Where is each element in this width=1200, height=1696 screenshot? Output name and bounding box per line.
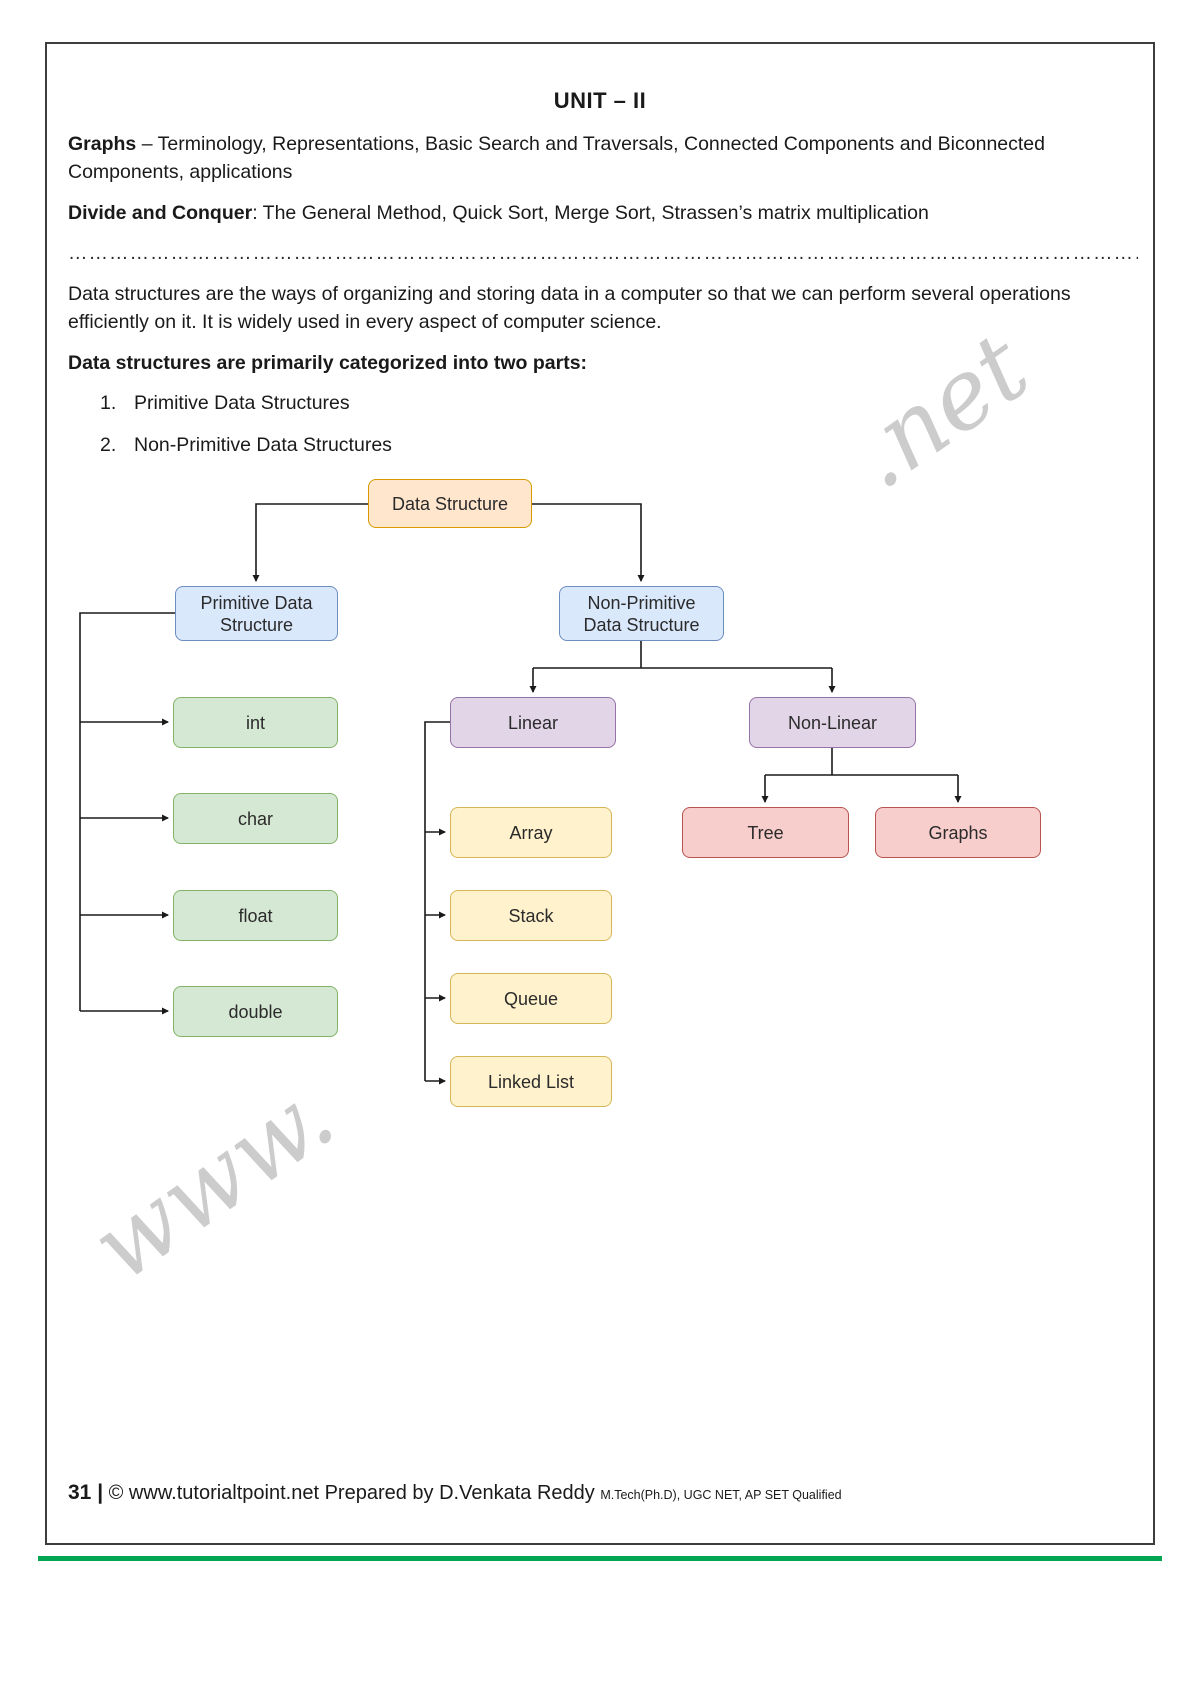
node-data-structure: Data Structure (368, 479, 532, 528)
graphs-keyword: Graphs (68, 133, 137, 155)
bottom-accent-line (38, 1556, 1162, 1561)
divide-text: : The General Method, Quick Sort, Merge … (252, 202, 929, 224)
paragraph-intro: Data structures are the ways of organizi… (68, 283, 1071, 333)
node-linear: Linear (450, 697, 616, 748)
node-non-linear: Non-Linear (749, 697, 916, 748)
list-item-non-primitive: 2. Non-Primitive Data Structures (100, 434, 392, 457)
node-array: Array (450, 807, 612, 858)
node-non-primitive-data-structure: Non-Primitive Data Structure (559, 586, 724, 641)
node-int: int (173, 697, 338, 748)
list-number: 2. (100, 434, 117, 456)
node-graphs: Graphs (875, 807, 1041, 858)
node-linked-list: Linked List (450, 1056, 612, 1107)
node-tree: Tree (682, 807, 849, 858)
list-label: Non-Primitive Data Structures (134, 434, 392, 456)
page-border (45, 42, 1155, 1545)
node-float: float (173, 890, 338, 941)
footer-credentials: M.Tech(Ph.D), UGC NET, AP SET Qualified (600, 1488, 842, 1502)
footer-copyright: © www.tutorialtpoint.net Prepared by D.V… (108, 1482, 601, 1504)
dotted-separator: …………………………………………………………………………………………………………… (68, 242, 1138, 264)
list-label: Primitive Data Structures (134, 392, 350, 414)
heading-categories: Data structures are primarily categorize… (68, 352, 588, 374)
page-footer: 31 | © www.tutorialtpoint.net Prepared b… (68, 1481, 842, 1505)
footer-page-number: 31 | (68, 1481, 104, 1504)
node-primitive-data-structure: Primitive Data Structure (175, 586, 338, 641)
node-char: char (173, 793, 338, 844)
list-item-primitive: 1. Primitive Data Structures (100, 392, 350, 415)
divide-keyword: Divide and Conquer (68, 202, 253, 224)
node-double: double (173, 986, 338, 1037)
graphs-text: – Terminology, Representations, Basic Se… (68, 133, 1045, 183)
node-stack: Stack (450, 890, 612, 941)
node-queue: Queue (450, 973, 612, 1024)
paragraph-divide-and-conquer: Divide and Conquer: The General Method, … (68, 200, 1138, 228)
page-title: UNIT – II (553, 88, 647, 113)
paragraph-graphs: Graphs – Terminology, Representations, B… (68, 131, 1138, 186)
list-number: 1. (100, 392, 117, 414)
